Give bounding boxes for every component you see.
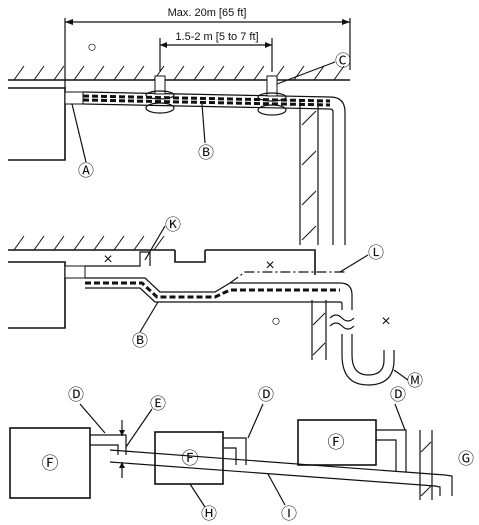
callout-c-leader bbox=[276, 61, 336, 85]
branch-pipe-inner bbox=[90, 444, 119, 455]
indoor-unit bbox=[297, 419, 377, 466]
hanger-support bbox=[266, 75, 278, 97]
arrow-up-icon bbox=[119, 462, 125, 468]
trap-inner bbox=[341, 334, 395, 386]
ceiling-hatch bbox=[13, 65, 345, 81]
ceiling-box bbox=[205, 249, 316, 275]
callout-l: Ⓛ bbox=[368, 244, 384, 262]
main-pipe-down-inner bbox=[434, 485, 441, 496]
pipe-upper-edge bbox=[85, 277, 340, 293]
pipe-insulation-lower bbox=[82, 98, 331, 107]
raised-pipe-line bbox=[229, 271, 345, 284]
callout-d-leader bbox=[247, 403, 264, 439]
callout-f: Ⓕ bbox=[42, 454, 59, 473]
branch-pipe-inner bbox=[223, 447, 237, 465]
indoor-unit bbox=[8, 261, 66, 329]
support-clamp-top bbox=[145, 90, 175, 100]
callout-b: Ⓑ bbox=[198, 144, 214, 162]
drain-socket bbox=[64, 265, 86, 279]
callout-i-leader bbox=[267, 473, 286, 506]
branch-pipe-outer bbox=[90, 434, 127, 455]
branch-pipe-inner bbox=[376, 439, 397, 471]
arrow-left-icon bbox=[65, 19, 73, 25]
callout-e-leader bbox=[125, 408, 153, 448]
pipe-bend-outer bbox=[329, 96, 346, 245]
main-pipe-down-outer bbox=[444, 474, 453, 496]
pipe-break-mark bbox=[329, 314, 355, 322]
callout-d-leader bbox=[394, 403, 406, 431]
wall-hatch bbox=[301, 110, 317, 241]
max-length-label: Max. 20m [65 ft] bbox=[168, 7, 247, 19]
bottom-section: Ⓕ Ⓕ Ⓕ Ⓓ Ⓔ Ⓓ Ⓓ Ⓖ bbox=[9, 386, 474, 523]
callout-e: Ⓔ bbox=[150, 395, 166, 413]
pipe-bend-inner bbox=[339, 301, 343, 310]
pipe-upward-section bbox=[85, 251, 151, 267]
wall-hatch bbox=[312, 312, 326, 356]
pipe-upper-edge bbox=[82, 91, 331, 98]
support-clamp-bottom bbox=[257, 104, 287, 116]
callout-d: Ⓓ bbox=[258, 386, 274, 404]
callout-d: Ⓓ bbox=[68, 386, 84, 404]
ng-mark: × bbox=[265, 257, 274, 274]
callout-f: Ⓕ bbox=[182, 449, 199, 468]
ng-mark: × bbox=[381, 313, 390, 330]
callout-m: Ⓜ bbox=[407, 372, 423, 390]
callout-k-leader bbox=[144, 225, 166, 261]
support-spacing-label: 1.5-2 m [5 to 7 ft] bbox=[175, 31, 258, 43]
arrow-down-icon bbox=[119, 430, 125, 436]
ng-mark: × bbox=[103, 251, 112, 268]
pipe-insulation bbox=[85, 281, 340, 299]
ceiling-beam bbox=[174, 250, 206, 263]
pipe-lower-edge bbox=[85, 287, 340, 303]
callout-a: Ⓐ bbox=[78, 162, 94, 180]
support-clamp-bottom bbox=[145, 102, 175, 114]
hanger-support bbox=[154, 75, 166, 95]
callout-b: Ⓑ bbox=[132, 332, 148, 350]
branch-pipe-outer bbox=[376, 429, 407, 472]
main-pipe-upper bbox=[109, 449, 446, 476]
pipe-lower-edge bbox=[82, 103, 331, 110]
top-section: Max. 20m [65 ft] ○ 1.5-2 m [5 to 7 ft] bbox=[8, 7, 351, 245]
main-pipe-lower bbox=[109, 461, 436, 487]
pipe-bend-inner bbox=[329, 108, 334, 245]
callout-i: Ⓘ bbox=[281, 505, 297, 523]
callout-b-leader bbox=[201, 103, 206, 144]
callout-b-leader bbox=[139, 301, 159, 333]
trap-outer bbox=[351, 334, 385, 376]
branch-pipe-outer bbox=[223, 437, 247, 465]
drain-socket bbox=[64, 91, 84, 105]
arrow-right-icon bbox=[342, 19, 350, 25]
ok-mark: ○ bbox=[87, 39, 97, 56]
ok-mark: ○ bbox=[271, 313, 281, 330]
callout-f: Ⓕ bbox=[328, 433, 345, 452]
callout-l-leader bbox=[339, 254, 369, 273]
indoor-unit bbox=[8, 87, 66, 161]
callout-a-leader bbox=[71, 103, 87, 163]
pipe-break-mark bbox=[329, 322, 355, 330]
callout-k: Ⓚ bbox=[165, 216, 181, 234]
callout-h-leader bbox=[189, 483, 206, 508]
middle-section: × × ○ × Ⓚ Ⓛ Ⓑ bbox=[8, 216, 423, 390]
callout-m-leader bbox=[393, 369, 409, 381]
callout-d: Ⓓ bbox=[390, 386, 406, 404]
callout-c: Ⓒ bbox=[335, 52, 351, 70]
arrow-left-icon bbox=[160, 42, 167, 48]
wall-hatch bbox=[420, 441, 432, 497]
arrow-right-icon bbox=[265, 42, 272, 48]
support-clamp-top bbox=[257, 92, 287, 102]
callout-d-leader bbox=[79, 403, 106, 434]
callout-g: Ⓖ bbox=[458, 450, 474, 468]
pipe-insulation-upper bbox=[82, 94, 331, 103]
indoor-unit bbox=[9, 427, 91, 499]
ceiling-hatch bbox=[13, 235, 165, 251]
callout-h: Ⓗ bbox=[201, 505, 217, 523]
pipe-bend-outer bbox=[339, 282, 353, 310]
